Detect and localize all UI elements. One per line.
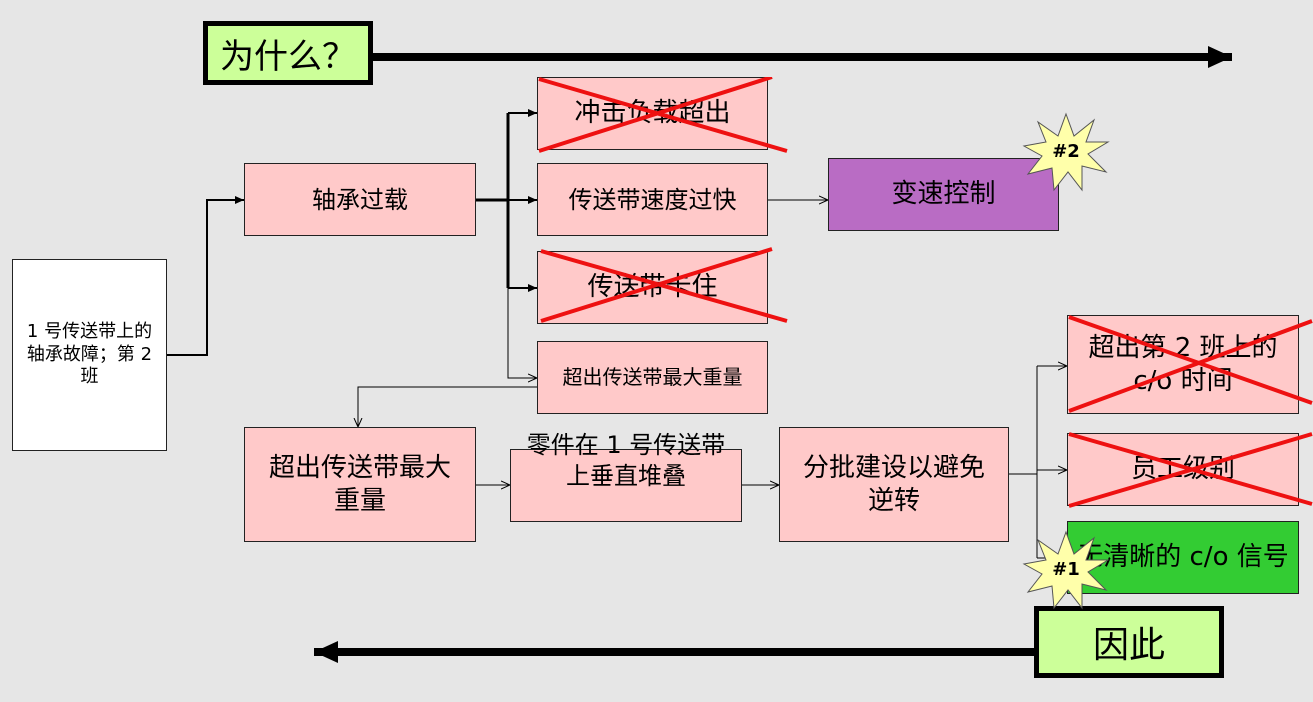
exceed-max-weight-text: 超出传送带最大重量 — [268, 453, 451, 516]
speed-control-text: 变速控制 — [891, 179, 996, 210]
staff-level-box: 员工级别 — [1067, 433, 1299, 506]
root-problem-box: 1 号传送带上的轴承故障；第 2 班 — [12, 259, 167, 451]
connector-root-to-overload — [167, 196, 244, 356]
belt-speed-text: 传送带速度过快 — [568, 185, 737, 214]
starburst-icon — [1022, 112, 1110, 192]
impact-load-text: 冲击负载超出 — [574, 98, 731, 129]
parts-stacked-box — [510, 449, 742, 522]
star-badge-2-label: #2 — [1052, 141, 1080, 162]
why-label: 为什么？ — [220, 36, 356, 77]
batch-build-text: 分批建设以避免逆转 — [802, 453, 985, 516]
exceed-weight-box: 超出传送带最大重量 — [537, 341, 768, 414]
speed-control-box: 变速控制 — [828, 158, 1059, 231]
starburst-icon — [1022, 530, 1110, 610]
root-problem-text: 1 号传送带上的轴承故障；第 2 班 — [26, 321, 153, 388]
exceed-co-text: 超出第 2 班上的 c/o 时间 — [1088, 333, 1278, 396]
bearing-overload-text: 轴承过载 — [312, 185, 408, 214]
connector-weight-to-level1 — [358, 386, 537, 427]
exceed-weight-text: 超出传送带最大重量 — [562, 365, 743, 389]
belt-stuck-text: 传送带卡住 — [587, 272, 718, 303]
connector-to-weight — [507, 288, 537, 378]
staff-level-text: 员工级别 — [1130, 454, 1235, 485]
parts-stacked-text: 零件在 1 号传送带上垂直堆叠 — [526, 431, 726, 491]
therefore-label: 因此 — [1092, 625, 1165, 666]
no-signal-text: 无清晰的 c/o 信号 — [1077, 542, 1289, 573]
star-badge-2: #2 — [1022, 112, 1110, 192]
belt-speed-box: 传送带速度过快 — [537, 163, 768, 236]
therefore-header: 因此 — [1034, 606, 1224, 678]
parts-stacked-label: 零件在 1 号传送带上垂直堆叠 — [520, 430, 732, 492]
bearing-overload-box: 轴承过载 — [244, 163, 476, 236]
no-signal-box: 无清晰的 c/o 信号 — [1067, 521, 1299, 594]
why-header: 为什么？ — [203, 21, 373, 85]
batch-build-box: 分批建设以避免逆转 — [779, 427, 1009, 542]
star-badge-1-label: #1 — [1052, 559, 1080, 580]
impact-load-box: 冲击负载超出 — [537, 77, 768, 150]
star-badge-1: #1 — [1022, 530, 1110, 610]
exceed-co-box: 超出第 2 班上的 c/o 时间 — [1067, 315, 1299, 414]
belt-stuck-box: 传送带卡住 — [537, 251, 768, 324]
exceed-max-weight-box: 超出传送带最大重量 — [244, 427, 476, 542]
